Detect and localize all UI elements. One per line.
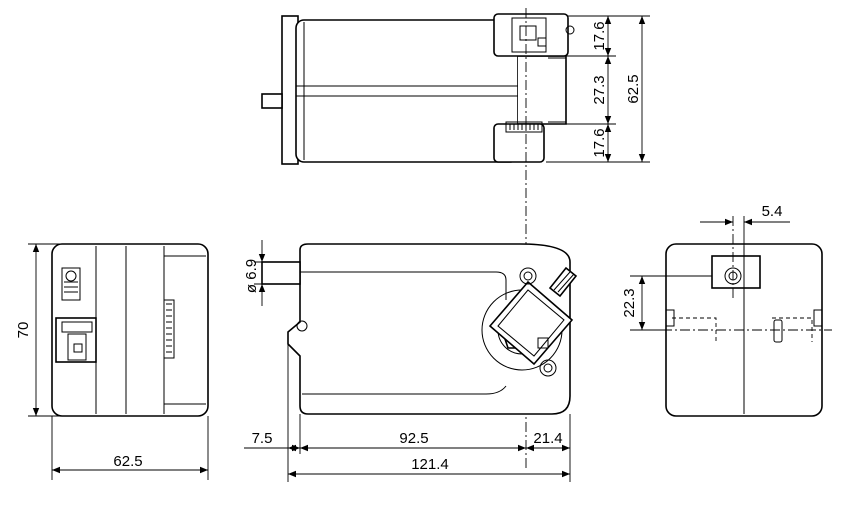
- dim-top-total: 62.5: [625, 74, 642, 103]
- left-view-dimensions: [28, 243, 209, 480]
- dim-top-lower: 17.6: [591, 128, 608, 157]
- top-view-dimensions: [546, 15, 650, 163]
- dim-body-length: 92.5: [399, 430, 428, 447]
- dim-top-middle: 27.3: [591, 75, 608, 104]
- dim-total-length: 121.4: [411, 456, 449, 473]
- dim-left-offset: 7.5: [252, 430, 273, 447]
- dim-top-upper: 17.6: [591, 21, 608, 50]
- dim-right-height: 22.3: [621, 288, 638, 317]
- dim-right-offset: 21.4: [533, 430, 562, 447]
- dim-side-width: 62.5: [113, 453, 142, 470]
- front-view-dimensions: [244, 240, 571, 482]
- dim-right-width: 5.4: [762, 203, 783, 220]
- top-view: [261, 13, 575, 165]
- dim-side-height: 70: [15, 322, 32, 339]
- dim-shaft-dia: ø 6.9: [243, 259, 260, 293]
- left-side-view: [51, 243, 209, 417]
- right-view-dimensions: [630, 216, 790, 331]
- front-view: [261, 243, 578, 415]
